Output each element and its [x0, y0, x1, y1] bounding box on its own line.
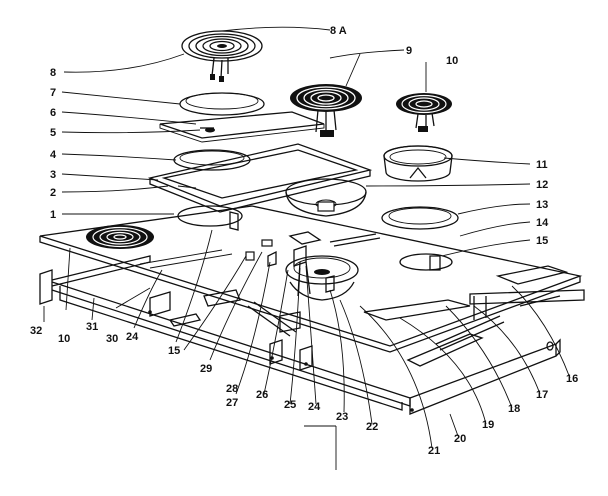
label-15-right: 15: [536, 235, 548, 247]
drip-bowl-7: [179, 92, 265, 116]
label-28: 28: [226, 383, 238, 395]
chassis-frame: [39, 245, 585, 470]
label-11: 11: [536, 159, 548, 171]
plate-6: [159, 111, 325, 143]
label-18: 18: [508, 403, 520, 415]
label-24-left: 24: [126, 331, 139, 343]
label-21: 21: [428, 445, 440, 457]
cooktop-body-1: [39, 205, 583, 353]
surface-element-9: [290, 84, 362, 137]
label-8: 8: [50, 67, 56, 79]
label-15-left: 15: [168, 345, 180, 357]
label-10-bottom: 10: [58, 333, 70, 345]
label-2: 2: [50, 187, 56, 199]
label-31: 31: [86, 321, 98, 333]
label-27: 27: [226, 397, 238, 409]
label-20: 20: [454, 433, 466, 445]
surface-element-10-top: [396, 93, 452, 132]
label-30: 30: [106, 333, 118, 345]
frame-3: [147, 143, 373, 213]
label-29: 29: [200, 363, 212, 375]
ring-11: [383, 145, 453, 182]
label-7: 7: [50, 87, 56, 99]
label-12: 12: [536, 179, 548, 191]
trim-ring-4: [173, 149, 251, 171]
label-26: 26: [256, 389, 268, 401]
label-8a: 8 A: [330, 25, 347, 37]
label-24-center: 24: [308, 401, 321, 413]
part-labels: 8 A 8 9 10 7 6 5 4 3 2 1 11 12 13 14 15 …: [30, 25, 578, 457]
leader-lines: [43, 26, 571, 449]
label-19: 19: [482, 419, 494, 431]
label-5: 5: [50, 127, 56, 139]
label-23: 23: [336, 411, 348, 423]
label-1: 1: [50, 209, 56, 221]
label-14: 14: [536, 217, 549, 229]
label-4: 4: [50, 149, 57, 161]
surface-element-8a: [181, 30, 263, 82]
label-22: 22: [366, 421, 378, 433]
label-3: 3: [50, 169, 56, 181]
label-13: 13: [536, 199, 548, 211]
label-32: 32: [30, 325, 42, 337]
label-9: 9: [406, 45, 412, 57]
drip-pan-12: [285, 178, 367, 217]
label-17: 17: [536, 389, 548, 401]
trim-ring-13: [381, 206, 459, 230]
label-16: 16: [566, 373, 578, 385]
label-25: 25: [284, 399, 296, 411]
label-10-top: 10: [446, 55, 458, 67]
label-6: 6: [50, 107, 56, 119]
